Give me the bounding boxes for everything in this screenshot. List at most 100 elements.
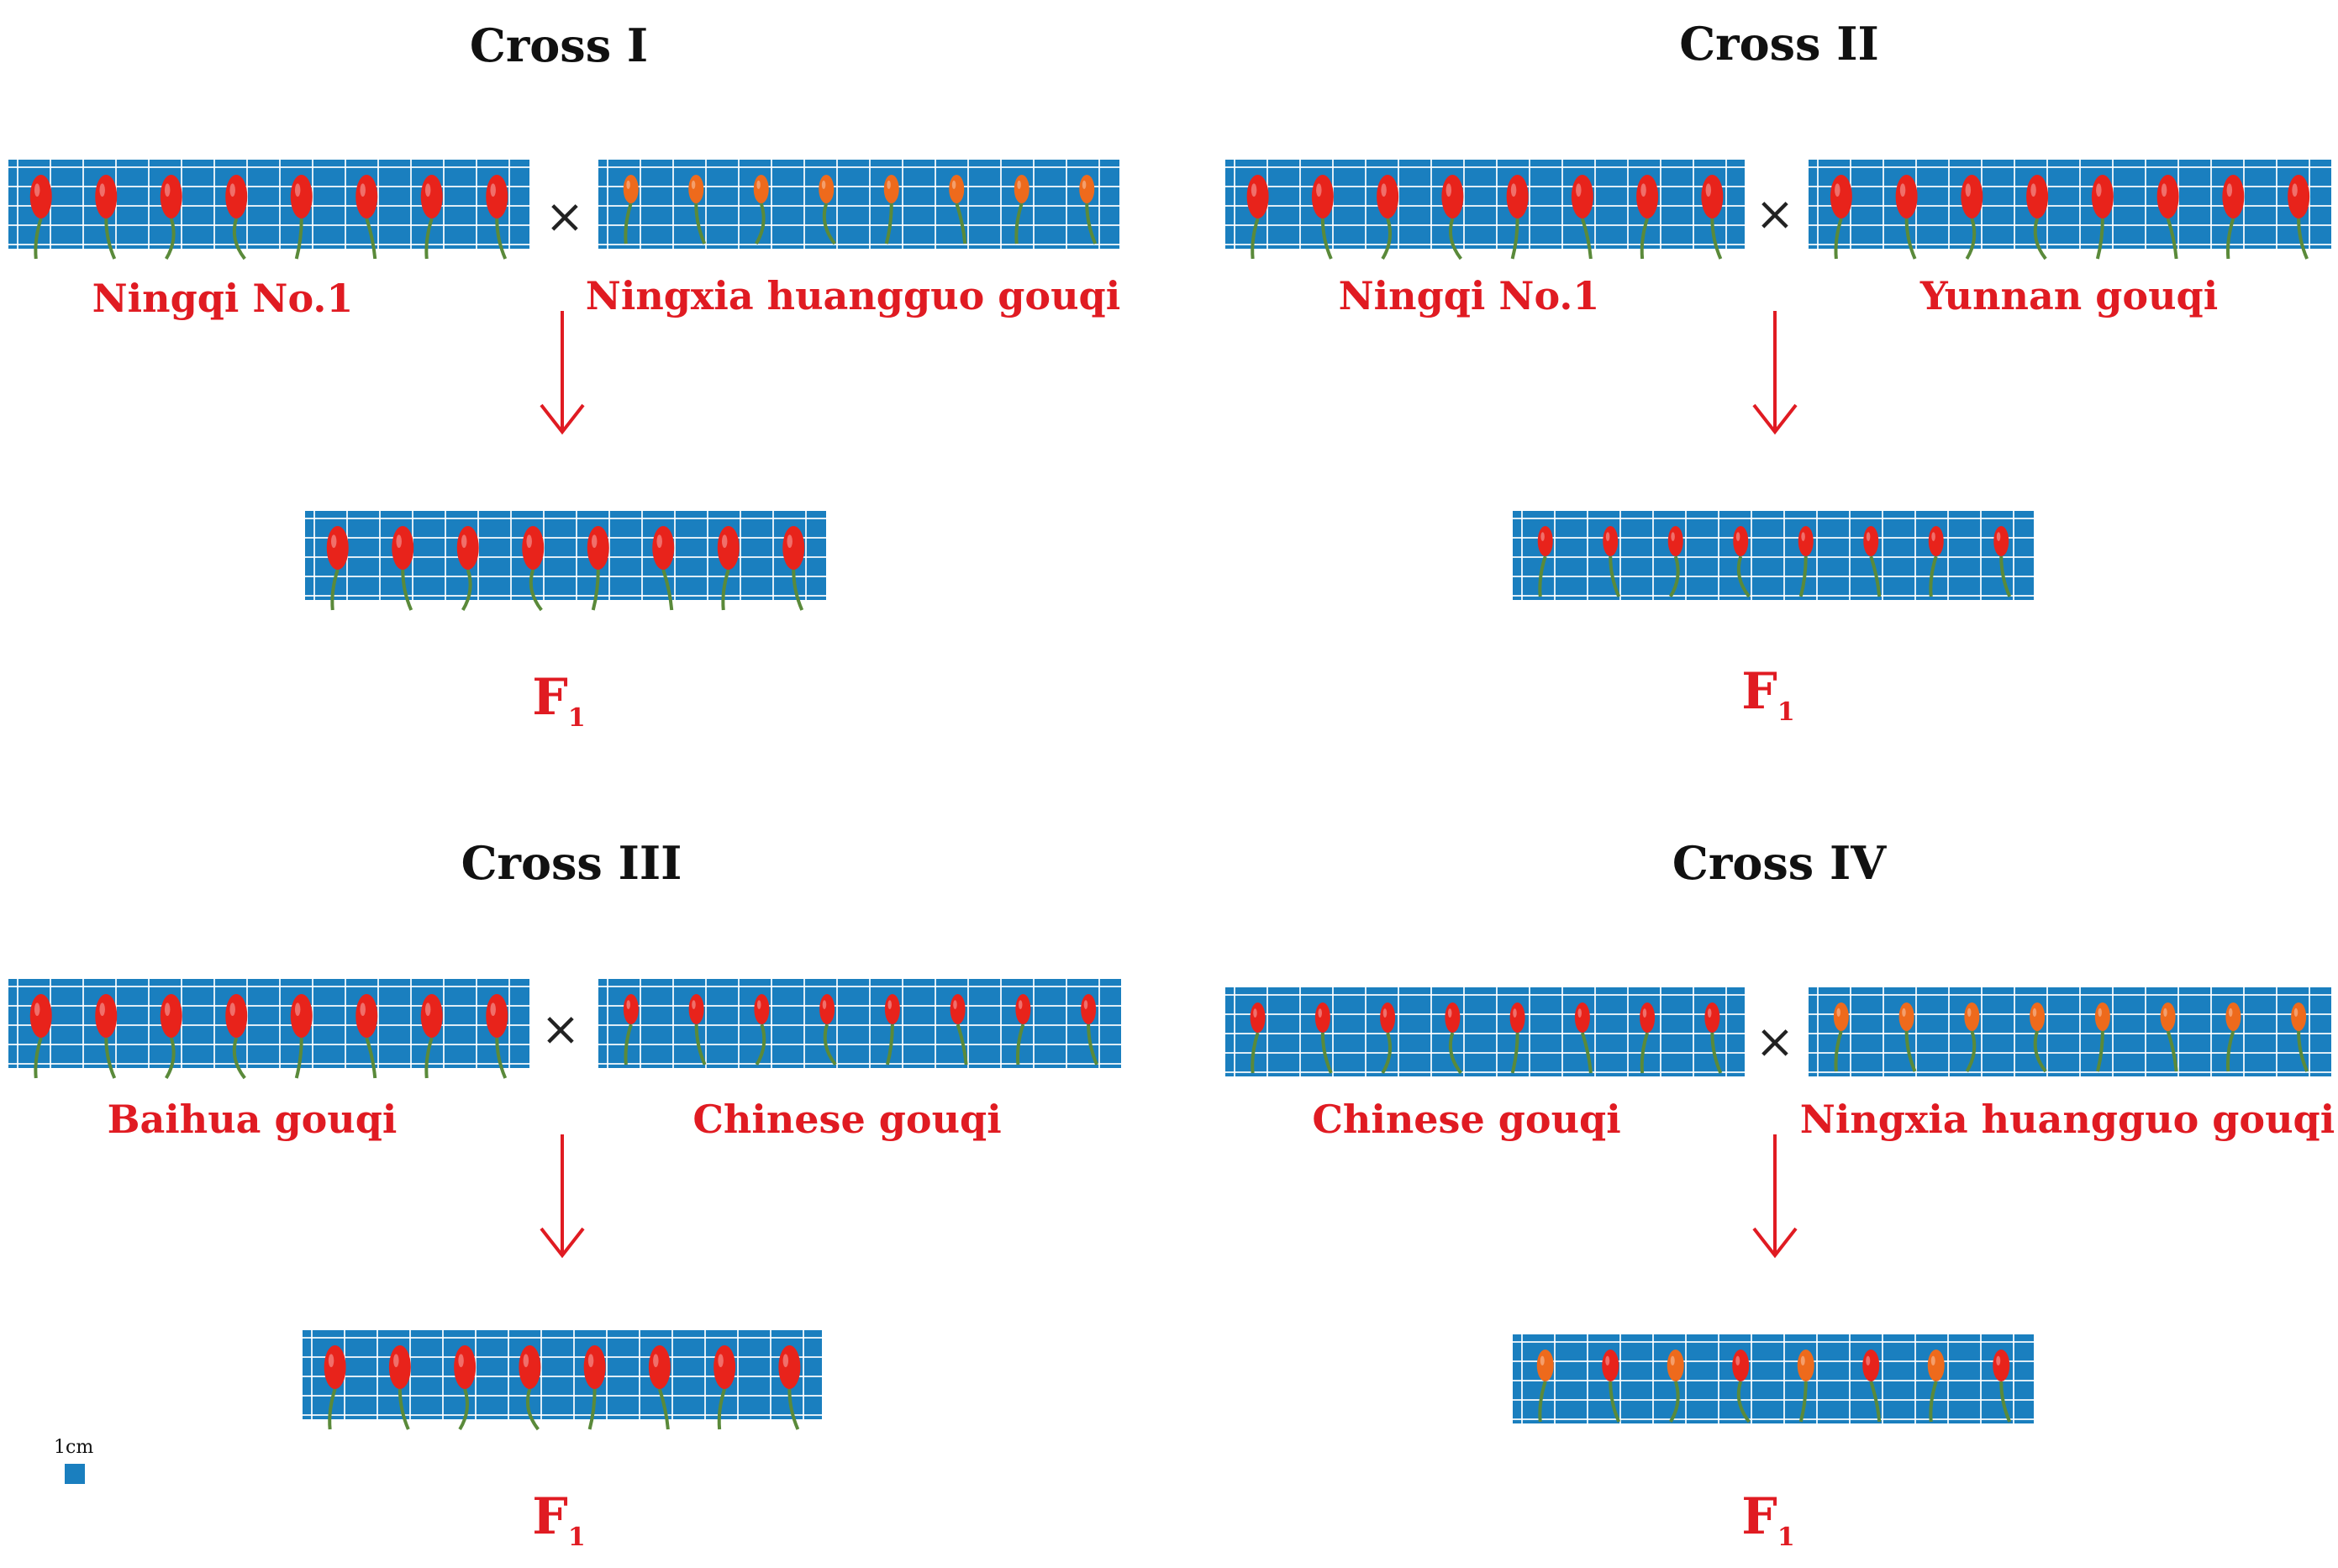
cross-4-arrow [1752, 1134, 1798, 1259]
goji-berry [652, 526, 675, 611]
goji-berries-image [1246, 175, 1724, 260]
goji-berry [1506, 175, 1529, 260]
cross-2-f1-label: F1 [1741, 662, 1795, 727]
cross-3-cross-symbol: × [540, 1002, 581, 1057]
goji-berry [1509, 1002, 1525, 1074]
cross-1-parent2-photo [598, 160, 1119, 249]
goji-berry [1571, 175, 1593, 260]
goji-berry [1667, 526, 1683, 598]
goji-berry [714, 1345, 736, 1430]
cross-1-f1-label: F1 [532, 668, 586, 733]
goji-berry [753, 175, 769, 245]
goji-berry [326, 526, 349, 611]
goji-berry [2026, 175, 2049, 260]
goji-berry [1602, 1350, 1621, 1423]
goji-berry [883, 175, 899, 245]
goji-berries-image [1833, 1002, 2309, 1073]
goji-berry [1701, 175, 1724, 260]
goji-berry [29, 175, 52, 260]
cross-2-parent2-photo [1809, 160, 2331, 260]
goji-berries-image [324, 1345, 801, 1431]
goji-berry [623, 994, 639, 1066]
goji-berry [1314, 1002, 1333, 1074]
goji-berry [1445, 1002, 1462, 1075]
goji-berry [160, 994, 182, 1080]
cross-1-parent2-label: Ningxia huangguo gouqi [585, 273, 1121, 318]
cross-3-parent1-label: Baihua gouqi [107, 1097, 398, 1142]
cross-3-f1-photo [303, 1330, 822, 1431]
goji-berry [1927, 1350, 1945, 1423]
goji-berry [1895, 175, 1918, 260]
goji-berry [623, 175, 639, 245]
goji-berry [1830, 175, 1852, 260]
goji-berry [950, 994, 968, 1066]
goji-berry [1667, 1350, 1684, 1423]
goji-berry [648, 1345, 671, 1430]
goji-berry [1536, 1350, 1554, 1423]
goji-berry [1441, 175, 1464, 260]
cross-4-parent1-label: Chinese gouqi [1312, 1097, 1621, 1142]
goji-berry [95, 994, 118, 1079]
goji-berry [1964, 1002, 1980, 1073]
goji-berry [1250, 1002, 1266, 1074]
goji-berry [1833, 1002, 1849, 1072]
goji-berry [2091, 175, 2114, 260]
cross-1-arrow [540, 311, 585, 435]
goji-berry [388, 1345, 411, 1430]
goji-berry [1863, 526, 1882, 597]
cross-4-parent1-photo [1225, 987, 1745, 1076]
cross-3-parent1-photo [8, 979, 529, 1080]
goji-berry [1636, 175, 1659, 260]
goji-berry [754, 994, 770, 1066]
cross-2-parent1-photo [1225, 160, 1745, 260]
goji-berry [95, 175, 118, 260]
goji-berries-image [623, 175, 1098, 245]
goji-berry [1640, 1002, 1656, 1074]
goji-berry [225, 994, 248, 1080]
goji-berry [355, 175, 378, 260]
cross-4-parent2-label: Ningxia huangguo gouqi [1799, 1097, 2335, 1142]
cross-2-cross-symbol: × [1755, 187, 1795, 242]
goji-berry [1928, 526, 1944, 597]
cross-4-title: Cross IV [1672, 836, 1887, 890]
cross-3-f1-label: F1 [532, 1487, 586, 1552]
goji-berry [1704, 1002, 1723, 1074]
goji-berry [1733, 526, 1751, 598]
goji-berries-image [1830, 175, 2310, 260]
goji-berry [2288, 175, 2310, 260]
goji-berries-image [623, 994, 1098, 1066]
goji-berry [949, 175, 967, 245]
goji-berry [1797, 1350, 1814, 1423]
goji-berry [454, 1345, 477, 1431]
cross-1-cross-symbol: × [545, 189, 585, 245]
goji-berry [583, 1345, 606, 1430]
goji-berry [160, 175, 182, 260]
goji-berry [519, 1345, 541, 1431]
goji-berry [2222, 175, 2245, 260]
goji-berry [1380, 1002, 1396, 1075]
goji-berry [717, 526, 740, 611]
goji-berry [486, 994, 508, 1079]
goji-berry [1898, 1002, 1917, 1072]
goji-berry [1246, 175, 1269, 260]
scale-bar-square [65, 1464, 85, 1484]
goji-berry [420, 994, 443, 1079]
goji-berry [522, 526, 545, 612]
goji-berry [1574, 1002, 1593, 1074]
goji-berries-image [1250, 1002, 1723, 1075]
goji-berry [29, 994, 52, 1079]
goji-berry [782, 526, 805, 611]
goji-berry [392, 526, 414, 611]
goji-berry [2291, 1002, 2309, 1072]
goji-berries-image [1537, 526, 2012, 598]
goji-berry [1603, 526, 1621, 597]
cross-1-title: Cross I [469, 18, 649, 72]
goji-berry [688, 175, 707, 245]
goji-berry [1079, 175, 1098, 245]
goji-berry [2094, 1002, 2110, 1072]
goji-berries-image [29, 175, 508, 260]
goji-berry [1015, 994, 1031, 1066]
cross-2-arrow [1752, 311, 1798, 435]
goji-berry [2156, 175, 2179, 260]
cross-1-parent1-photo [8, 160, 529, 260]
